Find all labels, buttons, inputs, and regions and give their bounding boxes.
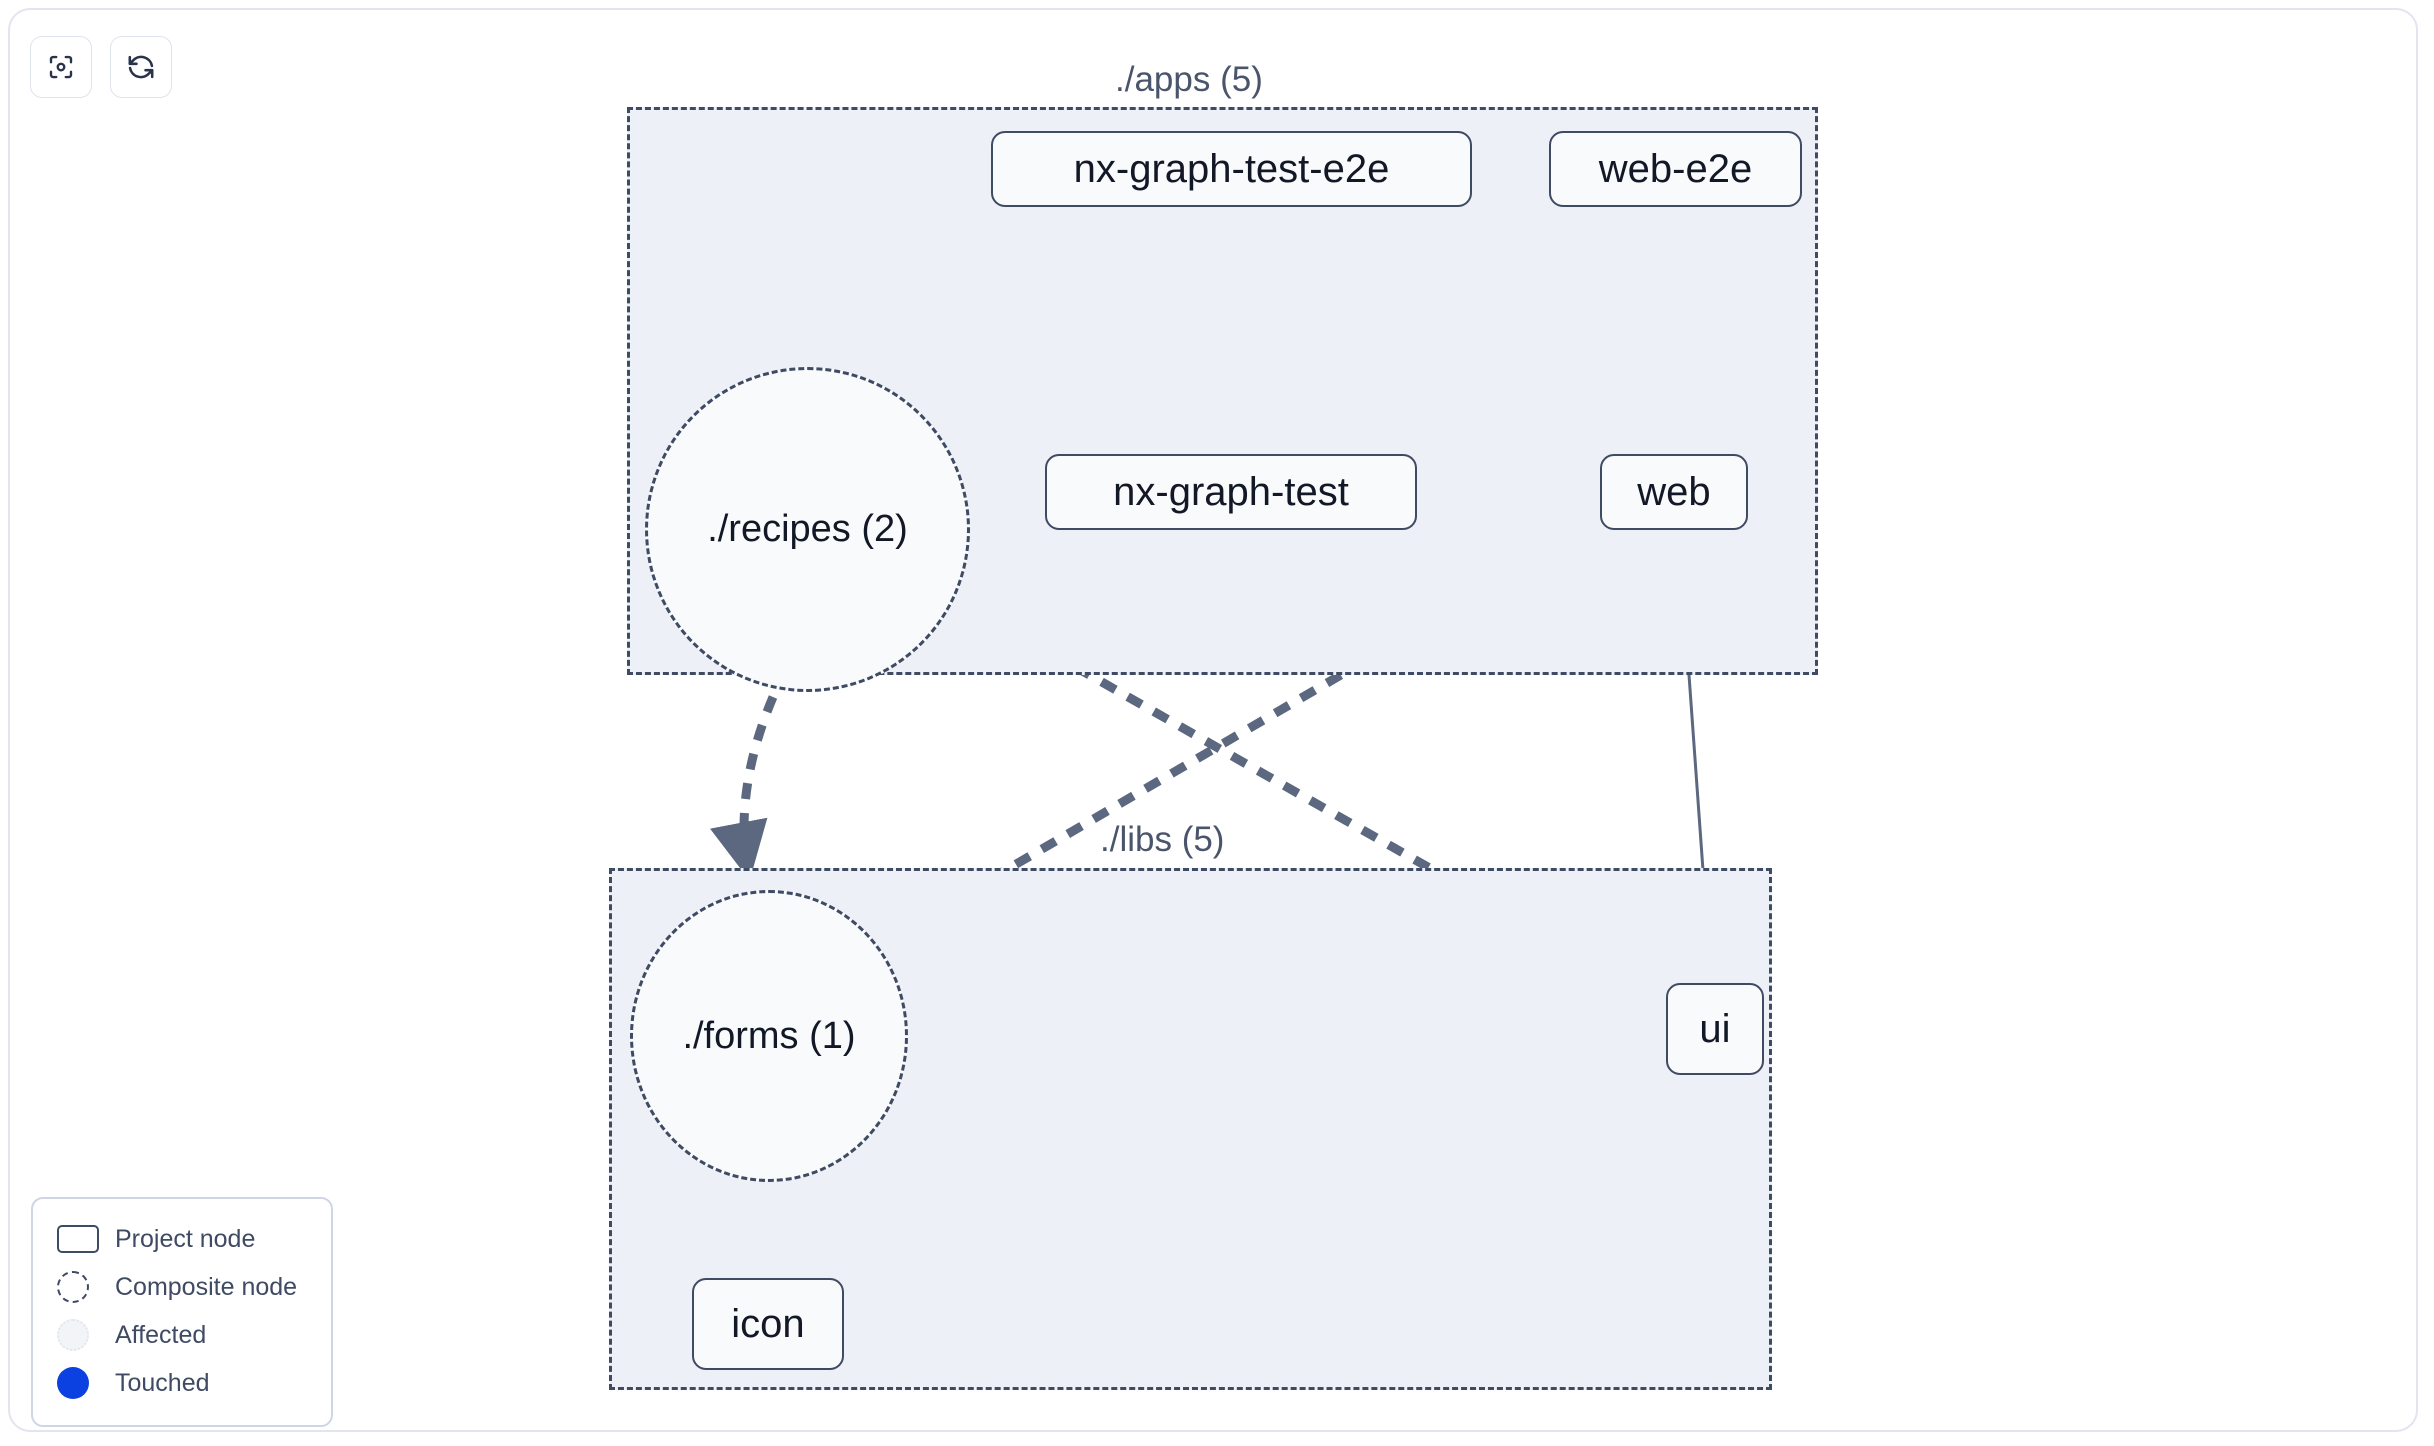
composite-node-forms[interactable]: ./forms (1) (630, 890, 908, 1182)
refresh-graph-button[interactable] (110, 36, 172, 98)
focus-target-icon (46, 52, 76, 82)
legend-item-touched: Touched (57, 1359, 311, 1407)
legend-label-touched: Touched (115, 1368, 210, 1397)
project-node-nx-graph-test-e2e[interactable]: nx-graph-test-e2e (991, 131, 1472, 207)
composite-node-recipes[interactable]: ./recipes (2) (645, 367, 970, 692)
legend-item-affected: Affected (57, 1311, 311, 1359)
group-label-libs: ./libs (5) (1100, 820, 1225, 859)
project-node-web-e2e[interactable]: web-e2e (1549, 131, 1802, 207)
affected-swatch (57, 1319, 103, 1351)
graph-legend: Project node Composite node Affected Tou… (31, 1197, 333, 1427)
group-label-apps: ./apps (5) (1115, 60, 1263, 99)
touched-swatch (57, 1367, 103, 1399)
project-node-icon[interactable]: icon (692, 1278, 844, 1370)
legend-label-composite-node: Composite node (115, 1272, 298, 1301)
legend-label-project-node: Project node (115, 1224, 256, 1253)
focus-graph-button[interactable] (30, 36, 92, 98)
legend-item-project-node: Project node (57, 1215, 311, 1263)
legend-label-affected: Affected (115, 1320, 207, 1349)
composite-node-swatch (57, 1271, 103, 1303)
project-node-ui[interactable]: ui (1666, 983, 1764, 1075)
project-node-web[interactable]: web (1600, 454, 1748, 530)
project-node-nx-graph-test[interactable]: nx-graph-test (1045, 454, 1417, 530)
refresh-icon (125, 51, 157, 83)
graph-toolbar (30, 36, 172, 98)
project-node-swatch (57, 1225, 103, 1253)
legend-item-composite-node: Composite node (57, 1263, 311, 1311)
